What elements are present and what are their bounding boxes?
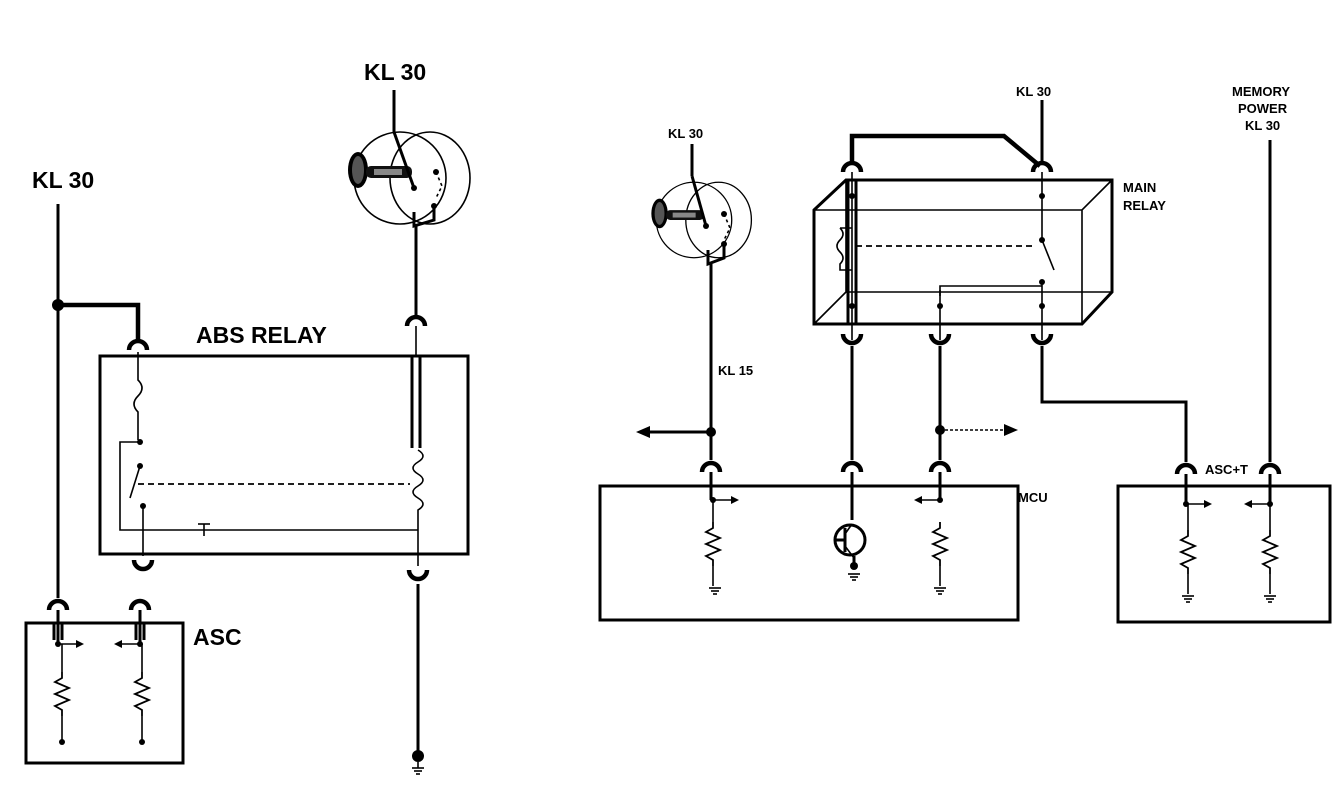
relay-coil [412,449,424,530]
label-kl30-main: KL 30 [1016,84,1051,99]
main-relay-box [812,178,1114,326]
asct-box [1116,484,1332,624]
transistor [833,523,867,581]
label-asct: ASC+T [1205,462,1248,477]
label-kl15: KL 15 [718,363,753,378]
wire-to-abs-relay [58,302,141,340]
ground-symbol [1263,595,1277,603]
mcu-system: KL 30 KL 15 MAIN RELAY KL 30 [598,84,1332,624]
abs-relay-box [98,354,470,556]
label-abs-relay: ABS RELAY [196,322,327,348]
relay-switch-contact [129,465,141,499]
wire-to-asct [1040,346,1188,462]
connector-pin [407,317,425,326]
label-kl30-switch-right: KL 30 [668,126,703,141]
main-relay-contact [1041,239,1055,271]
connector-pin [1261,465,1279,474]
label-memory-power-3: KL 30 [1245,118,1280,133]
resistor [1180,529,1196,575]
label-memory-power-2: POWER [1238,101,1288,116]
relay-internal-wire [119,441,418,531]
resistor [1262,529,1278,575]
mcu-box [598,484,1020,622]
connector-pin [129,341,147,350]
switch-contact [392,131,416,189]
connector-pin [134,560,152,569]
resistor [54,671,70,717]
connector-pin [931,463,949,472]
connector-pin [702,463,720,472]
label-asc: ASC [193,624,242,650]
label-kl30-switch-left: KL 30 [364,59,426,85]
resistor [705,521,721,567]
connector-pin [131,601,149,610]
connector-pin [49,601,67,610]
asc-box [24,621,185,765]
label-main-relay-2: RELAY [1123,198,1166,213]
label-main-relay-1: MAIN [1123,180,1156,195]
main-relay-coil [836,227,852,271]
resistor [932,521,948,567]
connector-pin [1177,465,1195,474]
ground-symbol [708,587,722,595]
relay-fuse [133,352,143,440]
ground-symbol [411,767,425,775]
label-memory-power-1: MEMORY [1232,84,1290,99]
wire-relay-feed [849,133,1042,168]
connector-pin [843,463,861,472]
ground-symbol [933,587,947,595]
resistor [134,671,150,717]
ground-symbol [1181,595,1195,603]
abs-system: KL 30 ABS RELAY KL 30 [24,59,471,775]
ignition-switch-right [650,181,753,259]
label-kl30-left: KL 30 [32,167,94,193]
label-mcu: MCU [1018,490,1048,505]
connector-pin [409,570,427,579]
